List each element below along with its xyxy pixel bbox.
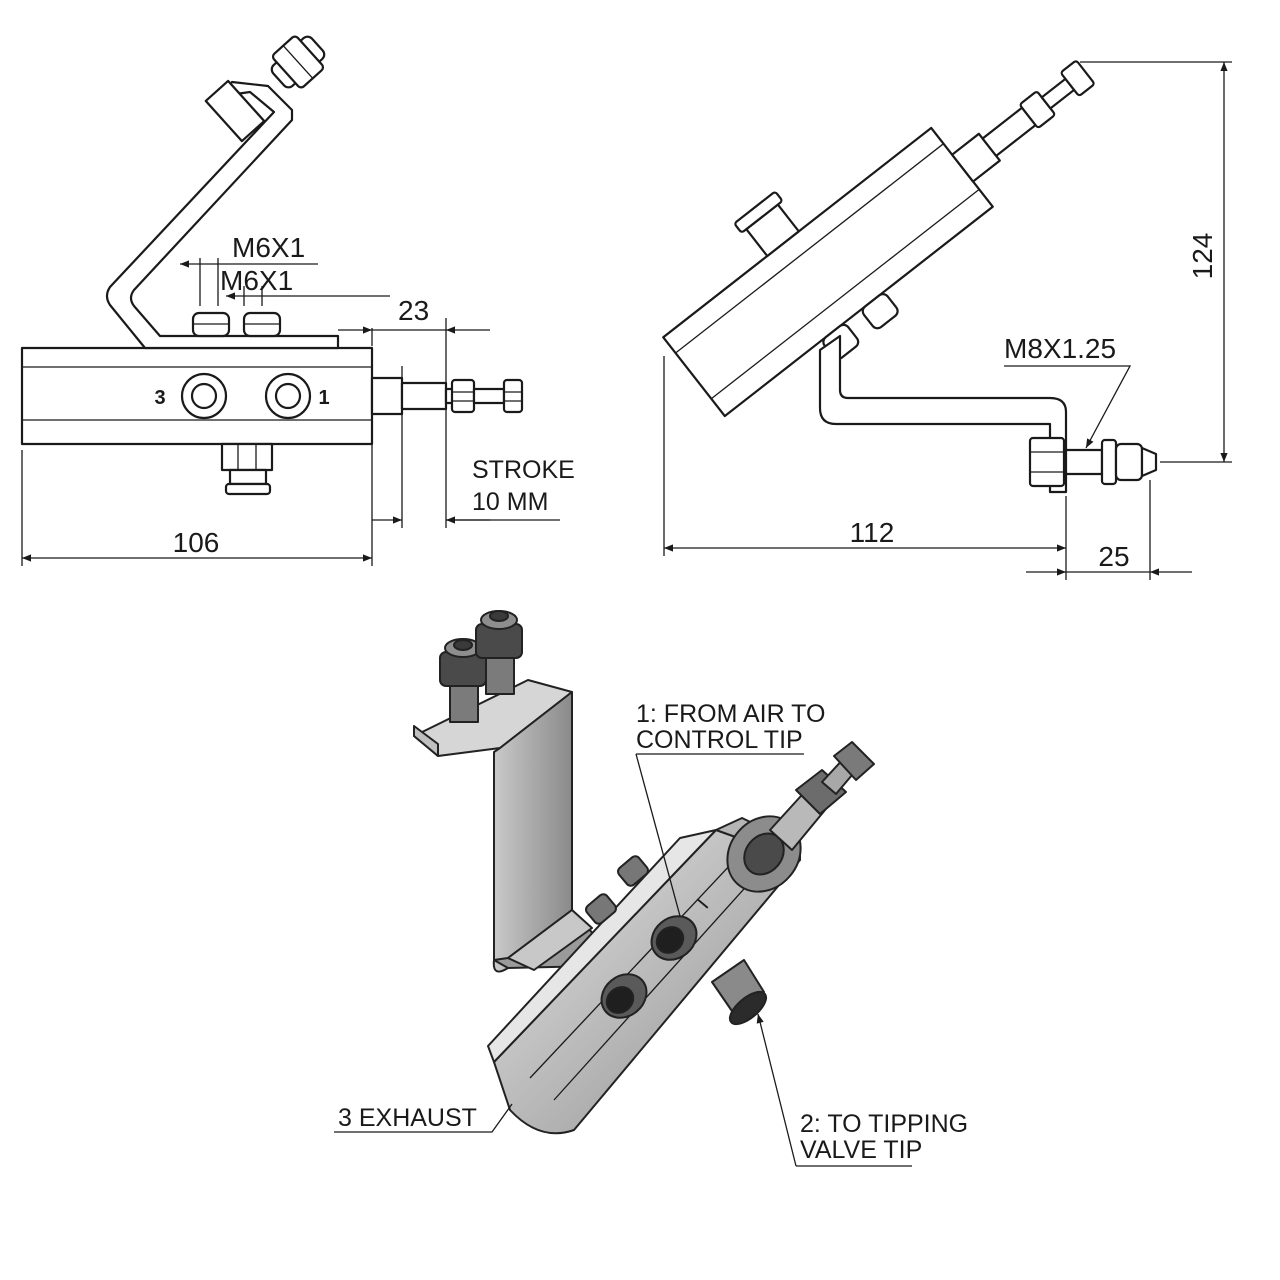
iso-port-1	[650, 915, 698, 961]
bottom-push-fitting	[220, 442, 274, 496]
thread-label-m8: M8X1.25	[1004, 333, 1116, 364]
iso-bracket-bolt-right	[475, 610, 523, 695]
iso-plunger	[769, 741, 875, 851]
isometric-view: I 1: FROM AIR TO CONTROL TIP	[334, 610, 968, 1167]
callout-3: 3 EXHAUST	[338, 1104, 477, 1132]
m6-nut-left	[191, 311, 231, 338]
bracket-bolt	[270, 35, 326, 89]
callout-1-line1: 1: FROM AIR TO	[636, 700, 825, 728]
callout-2-line1: 2: TO TIPPING	[800, 1110, 968, 1138]
port-1-label: 1	[318, 387, 329, 409]
port-3-label: 3	[154, 387, 165, 409]
port-1-fitting	[264, 372, 312, 420]
dim-25: 25	[1098, 541, 1129, 572]
iso-bracket-bolt-left	[439, 638, 487, 723]
iso-port-3	[600, 973, 648, 1019]
dim-112: 112	[850, 517, 895, 548]
port-3-fitting	[180, 372, 228, 420]
callout-1-line2: CONTROL TIP	[636, 726, 803, 754]
dim-124: 124	[1187, 233, 1218, 280]
thread-label-upper: M6X1	[232, 232, 305, 263]
callout-2-line2: VALVE TIP	[800, 1136, 922, 1164]
dim-106: 106	[173, 527, 220, 558]
stroke-label: STROKE	[472, 456, 575, 484]
dim-23: 23	[398, 295, 429, 326]
front-view: 3 1 M6X1 M6X1	[20, 35, 575, 566]
stroke-value: 10 MM	[472, 488, 548, 516]
m8-bolt	[1064, 438, 1158, 486]
m6-nut-right	[242, 311, 282, 338]
side-view: M8X1.25 124 112 25	[662, 60, 1232, 580]
plunger-rod	[370, 376, 524, 416]
mounting-bracket	[105, 80, 340, 350]
mounting-bracket-side	[818, 334, 1068, 494]
thread-label-lower: M6X1	[220, 265, 293, 296]
iso-port-2	[711, 959, 768, 1026]
